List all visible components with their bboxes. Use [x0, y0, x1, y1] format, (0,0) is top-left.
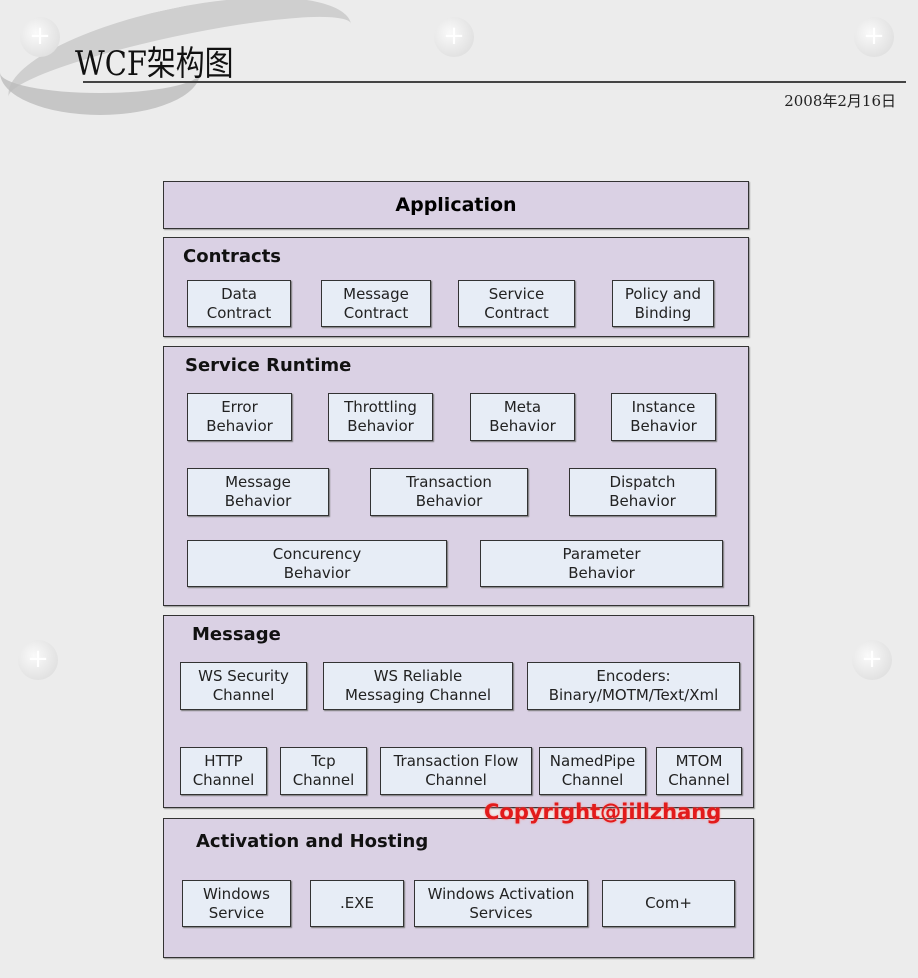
copyright-watermark: Copyright@jillzhang	[484, 800, 722, 824]
date: 2008年2月16日	[784, 92, 896, 110]
title-divider	[83, 81, 906, 83]
behavior-box: Transaction Behavior	[370, 468, 528, 516]
hosting-box: Com+	[602, 880, 735, 927]
plus-circle-icon: +	[852, 640, 892, 680]
behavior-box: Instance Behavior	[611, 393, 716, 441]
behavior-box: Dispatch Behavior	[569, 468, 716, 516]
hosting-box: .EXE	[310, 880, 404, 927]
channel-box: MTOM Channel	[656, 747, 742, 795]
channel-box: Transaction Flow Channel	[380, 747, 532, 795]
hosting-title: Activation and Hosting	[196, 831, 429, 852]
message-title: Message	[192, 624, 281, 645]
behavior-box: Parameter Behavior	[480, 540, 723, 587]
behavior-box: Meta Behavior	[470, 393, 575, 441]
behavior-box: Concurency Behavior	[187, 540, 447, 587]
channel-box: NamedPipe Channel	[539, 747, 646, 795]
channel-box: WS Reliable Messaging Channel	[323, 662, 513, 710]
channel-box: Encoders: Binary/MOTM/Text/Xml	[527, 662, 740, 710]
hosting-box: Windows Activation Services	[414, 880, 588, 927]
plus-circle-icon: +	[20, 17, 60, 57]
hosting-box: Windows Service	[182, 880, 291, 927]
behavior-box: Message Behavior	[187, 468, 329, 516]
contracts-title: Contracts	[183, 246, 282, 267]
channel-box: HTTP Channel	[180, 747, 267, 795]
behavior-box: Throttling Behavior	[328, 393, 433, 441]
channel-box: Tcp Channel	[280, 747, 367, 795]
contract-box: Service Contract	[458, 280, 575, 327]
channel-box: WS Security Channel	[180, 662, 307, 710]
application-label: Application	[395, 194, 517, 216]
page-title: WCF架构图	[75, 44, 234, 84]
contract-box: Message Contract	[321, 280, 431, 327]
behavior-box: Error Behavior	[187, 393, 292, 441]
service-runtime-title: Service Runtime	[185, 355, 352, 376]
contract-box: Data Contract	[187, 280, 291, 327]
application-layer: Application	[163, 181, 749, 229]
plus-circle-icon: +	[434, 17, 474, 57]
plus-circle-icon: +	[18, 640, 58, 680]
plus-circle-icon: +	[854, 17, 894, 57]
contract-box: Policy and Binding	[612, 280, 714, 327]
